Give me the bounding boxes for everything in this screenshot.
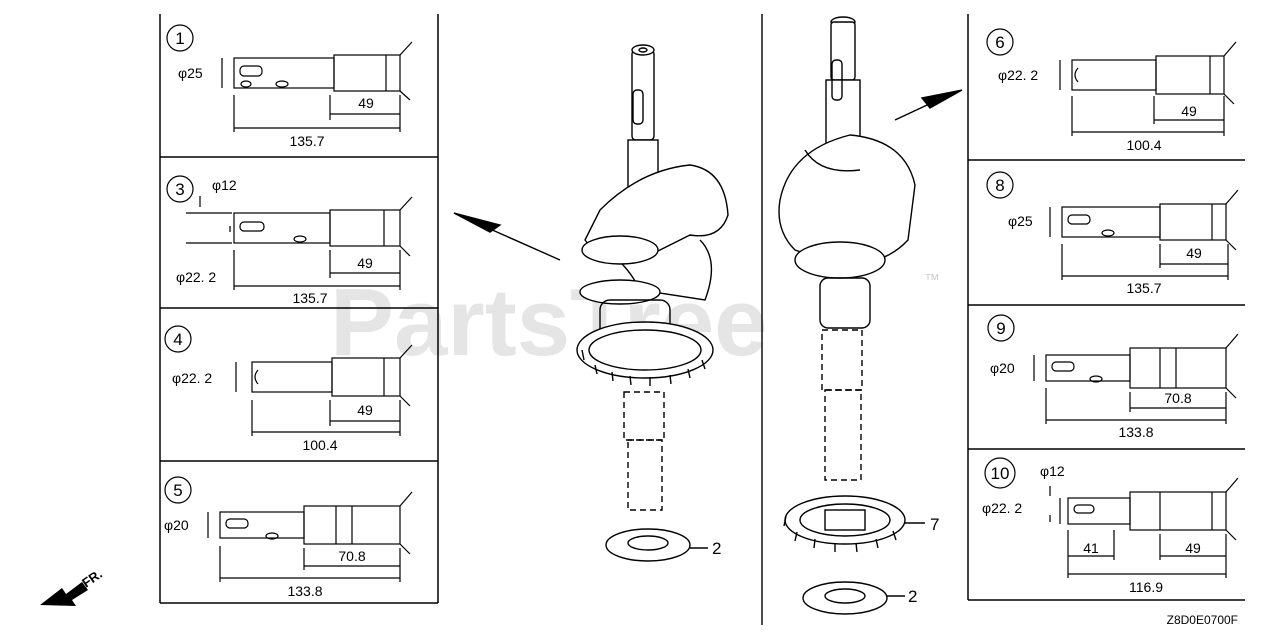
left-panels-frame <box>159 14 439 604</box>
diameter-label: φ25 <box>1008 213 1033 229</box>
small-diameter-label: φ12 <box>1040 463 1065 479</box>
diameter-label: φ20 <box>164 517 189 533</box>
dim-shaft-length: 100.4 <box>1126 137 1161 153</box>
variant-panel-6: 6 φ22. 2 49 100.4 <box>986 28 1237 153</box>
shaft-drawing <box>1049 477 1239 578</box>
variant-panel-1: 1 φ25 49 135.7 <box>166 24 413 149</box>
right-panels-frame <box>967 14 1245 601</box>
dim-shaft-length: 135.7 <box>1126 280 1161 296</box>
variant-panel-10: 10 φ12 φ22. 2 41 49 116.9 <box>982 457 1239 595</box>
callout-circle <box>164 325 192 353</box>
dim-shaft-length: 116.9 <box>1129 579 1163 595</box>
diameter-label: φ22. 2 <box>998 67 1038 83</box>
dim-keyway-length: 49 <box>1181 103 1197 119</box>
dim-keyway-length: 49 <box>1185 540 1201 556</box>
diagram-code: Z8D0E0700F <box>1167 613 1238 627</box>
shaft-drawing <box>221 41 413 132</box>
dim-keyway-length: 49 <box>1186 245 1202 261</box>
variant-number: 10 <box>991 464 1010 483</box>
variant-number: 1 <box>175 29 184 48</box>
diameter-label: φ22. 2 <box>176 269 216 285</box>
dim-keyway-length: 70.8 <box>338 548 365 564</box>
variant-number: 4 <box>173 330 182 349</box>
dim-keyway-length: 49 <box>357 255 373 271</box>
crankshaft-left-assembly <box>453 44 729 562</box>
trademark: ™ <box>924 272 940 289</box>
dim-crankpin-length: 41 <box>1083 540 1099 556</box>
variant-number: 3 <box>175 180 184 199</box>
variant-number: 8 <box>995 176 1004 195</box>
variant-panel-5: 5 φ20 70.8 133.8 <box>164 476 413 599</box>
callout-washer-left: 2 <box>712 539 721 558</box>
callout-washer-right: 2 <box>908 587 917 606</box>
dim-shaft-length: 100.4 <box>302 437 337 453</box>
dim-keyway-length: 49 <box>357 402 373 418</box>
variant-number: 5 <box>173 481 182 500</box>
variant-panel-3: 3 φ12 φ22. 2 49 135.7 <box>166 175 413 306</box>
variant-number: 9 <box>996 319 1005 338</box>
callout-circle <box>166 24 194 52</box>
callout-circle <box>166 175 194 203</box>
diameter-label: φ25 <box>178 65 203 81</box>
dim-shaft-length: 135.7 <box>289 133 324 149</box>
variant-number: 6 <box>995 33 1004 52</box>
diameter-label: φ22. 2 <box>172 370 212 386</box>
shaft-drawing <box>207 491 413 582</box>
diameter-label: φ20 <box>990 360 1015 376</box>
callout-circle <box>984 457 1016 489</box>
variant-panel-8: 8 φ25 49 135.7 <box>986 171 1239 296</box>
shaft-drawing <box>1033 333 1239 424</box>
shaft-drawing <box>1049 189 1239 280</box>
callout-circle <box>986 28 1014 56</box>
diameter-label: φ22. 2 <box>982 500 1022 516</box>
dim-shaft-length: 135.7 <box>292 290 327 306</box>
callout-circle <box>987 314 1015 342</box>
callout-circle <box>164 476 192 504</box>
front-direction-arrow: FR. <box>40 566 105 606</box>
callout-gear: 7 <box>930 515 939 534</box>
dim-keyway-length: 70.8 <box>1164 390 1191 406</box>
shaft-drawing <box>235 344 413 436</box>
variant-panel-4: 4 φ22. 2 49 100.4 <box>164 325 413 453</box>
variant-panel-9: 9 φ20 70.8 133.8 <box>987 314 1239 440</box>
small-diameter-label: φ12 <box>212 177 237 193</box>
crankshaft-right-assembly <box>778 16 963 615</box>
shaft-drawing <box>186 196 413 290</box>
callout-circle <box>986 171 1014 199</box>
dim-shaft-length: 133.8 <box>1118 424 1153 440</box>
shaft-drawing <box>1059 41 1237 136</box>
dim-keyway-length: 49 <box>358 95 374 111</box>
dim-shaft-length: 133.8 <box>287 583 322 599</box>
